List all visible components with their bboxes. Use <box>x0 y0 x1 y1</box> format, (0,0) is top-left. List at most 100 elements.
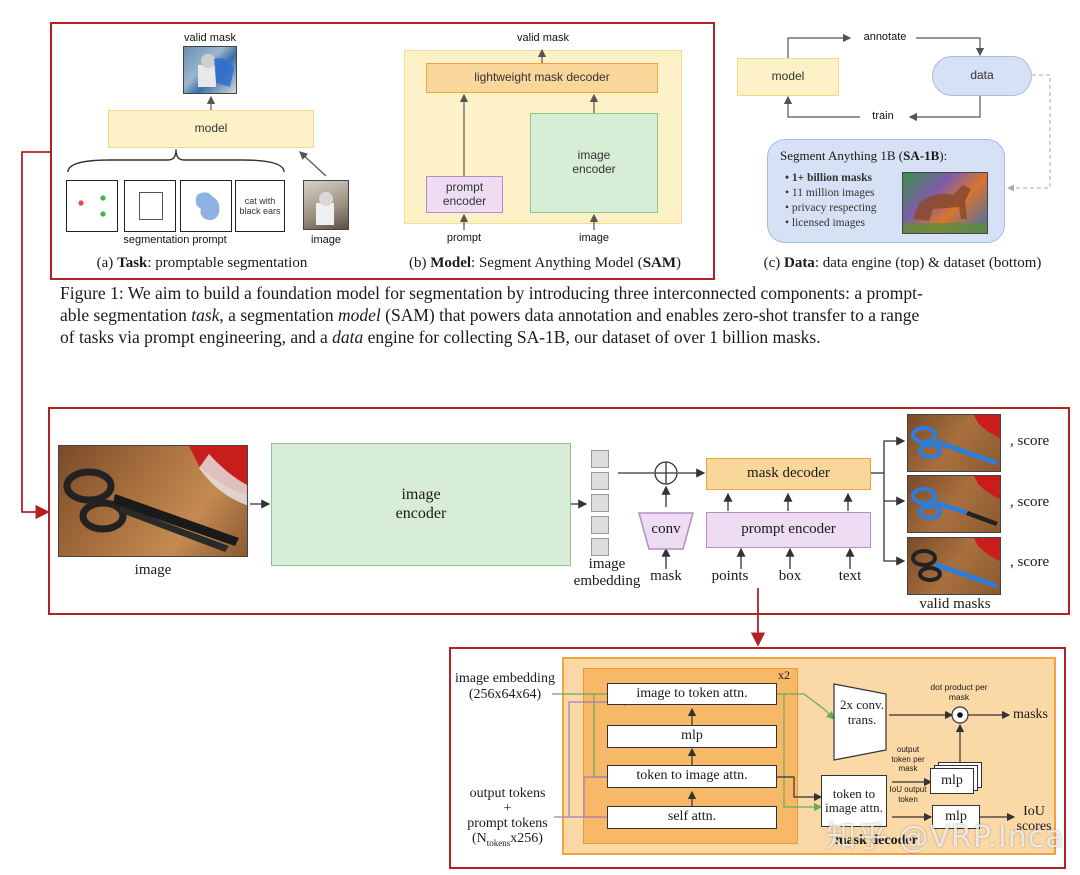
data-caption-prefix: (c) <box>763 255 784 271</box>
middle-prompt-encoder-label: prompt encoder <box>741 521 836 538</box>
task-caption-bold: Task <box>117 255 148 271</box>
input-points-label: points <box>711 568 749 584</box>
output-token-label: output token per mask <box>891 745 925 773</box>
seg-prompt-label: segmentation prompt <box>123 234 227 246</box>
conv-trapezoid <box>638 512 694 550</box>
task-caption-prefix: (a) <box>96 255 118 271</box>
input-mask-label: mask <box>650 568 682 584</box>
sa1b-bullet-2-text: 11 million images <box>791 187 875 199</box>
tokens-sub: tokens <box>486 837 511 848</box>
sam-prompt-encoder-label: prompt encoder <box>442 179 487 208</box>
fc-l3b: engine for collecting SA-1B, our dataset… <box>363 327 821 347</box>
data-annotate-label: annotate <box>863 31 907 43</box>
tokens-line-3a: (N <box>472 831 487 846</box>
sam-prompt-label: prompt <box>446 232 482 244</box>
prompt-text-box: cat with black ears <box>235 180 285 232</box>
task-output-image <box>183 46 237 94</box>
sa1b-bullet-3: • privacy respecting <box>785 202 877 214</box>
tokens-line-3: (Ntokensx256) <box>455 831 560 851</box>
data-engine-arrows <box>783 33 1051 192</box>
middle-input-image <box>58 445 248 557</box>
data-train-label: train <box>872 110 894 122</box>
mlp3-box: mlp <box>932 805 980 829</box>
decoder-arrows <box>552 689 1016 822</box>
score-label-1: , score <box>1010 433 1050 449</box>
score-label-3: , score <box>1010 554 1050 570</box>
output-mask-3 <box>907 537 1001 595</box>
model-caption-mid: : Segment Anything Model ( <box>471 255 643 271</box>
tok-to-img-box: token to image attn. <box>607 765 777 788</box>
task-arrows <box>67 95 327 177</box>
embedding-cell <box>591 538 609 556</box>
middle-mask-decoder-box: mask decoder <box>706 458 871 490</box>
embedding-stack <box>591 450 609 560</box>
sa1b-bullet-4-text: licensed images <box>791 217 866 229</box>
task-image-label: image <box>311 234 341 246</box>
img-to-token-box: image to token attn. <box>607 683 777 705</box>
sa1b-bullets: • 1+ billion masks • 11 million images •… <box>785 171 905 231</box>
sa1b-title: Segment Anything 1B (SA-1B): <box>780 148 1000 164</box>
watermark-text: 知乎 @VRP.Inca <box>826 820 1065 855</box>
prompt-mask-box <box>180 180 232 232</box>
sam-image-encoder-box: image encoder <box>530 113 658 213</box>
sa1b-bullet-1-text: 1+ billion masks <box>791 172 872 184</box>
data-model-label: model <box>771 69 805 84</box>
embedding-cell <box>591 472 609 490</box>
decoder-x2-label: x2 <box>778 668 790 682</box>
tokens-line-3b: x256) <box>510 831 543 846</box>
figure-caption-line-3: of tasks via prompt engineering, and a d… <box>60 326 1070 348</box>
prompt-box-box <box>124 180 176 232</box>
img-to-token-label: image to token attn. <box>636 685 748 701</box>
data-caption-rest: : data engine (top) & dataset (bottom) <box>814 255 1042 271</box>
output-mask-2 <box>907 475 1001 533</box>
sam-image-label: image <box>579 232 609 244</box>
middle-image-encoder-box: image encoder <box>271 443 571 566</box>
output-mask-1 <box>907 414 1001 472</box>
tokens-line-plus: + <box>503 801 512 816</box>
fc-l3a: of tasks via prompt engineering, and a <box>60 327 333 347</box>
bottom-mask-decoder-label: mask decoder <box>835 833 918 848</box>
bottom-frame <box>449 647 1066 869</box>
conv-trans-label: 2x conv. trans. <box>840 697 884 727</box>
sa1b-title-bold: SA-1B <box>903 148 940 163</box>
task-valid-mask-label: valid mask <box>184 32 236 44</box>
sam-decoder-label: lightweight mask decoder <box>474 70 610 85</box>
embedding-cell <box>591 450 609 468</box>
self-attn-label: self attn. <box>667 809 717 825</box>
model-caption-end: ) <box>676 255 682 271</box>
mlp3-label: mlp <box>945 808 967 824</box>
figure-caption-line-2: able segmentation task, a segmentation m… <box>60 304 1070 326</box>
model-caption: (b) Model: Segment Anything Model (SAM) <box>380 255 710 272</box>
middle-image-label: image <box>134 562 172 578</box>
middle-prompt-encoder-box: prompt encoder <box>706 512 871 548</box>
data-data-box: data <box>932 56 1032 96</box>
valid-masks-label: valid masks <box>919 596 991 612</box>
bottom-tokens-input: output tokens + prompt tokens (Ntokensx2… <box>455 786 560 851</box>
sam-valid-mask-label: valid mask <box>517 32 569 44</box>
conv-label: conv <box>651 521 681 537</box>
self-attn-box: self attn. <box>607 806 777 829</box>
embedding-cell <box>591 516 609 534</box>
fc-l2-model: model <box>338 305 381 325</box>
figure-caption: Figure 1: We aim to build a foundation m… <box>60 282 1070 348</box>
tok-to-img2-label: token to image attn. <box>825 786 883 815</box>
sa1b-title-pre: Segment Anything 1B ( <box>780 148 904 163</box>
input-box-label: box <box>778 568 802 584</box>
figure-caption-line-1: Figure 1: We aim to build a foundation m… <box>60 283 923 303</box>
tok-to-img-label: token to image attn. <box>636 768 748 784</box>
mlp-box: mlp <box>607 725 777 748</box>
middle-embedding-label: image embedding <box>573 556 641 589</box>
sa1b-sample-image <box>902 172 988 234</box>
iou-scores-label: IoU scores <box>1016 804 1052 834</box>
fc-l2-task: task <box>191 305 220 325</box>
data-caption-bold: Data <box>783 255 815 271</box>
sa1b-bullet-3-text: privacy respecting <box>791 202 877 214</box>
sam-prompt-encoder-box: prompt encoder <box>426 176 503 213</box>
tokens-line-2: prompt tokens <box>467 816 548 831</box>
task-model-label: model <box>194 121 228 136</box>
tokens-line-1: output tokens <box>469 786 546 801</box>
tok-to-img2-box: token to image attn. <box>821 775 887 827</box>
score-label-2: , score <box>1010 494 1050 510</box>
mlp2-label: mlp <box>941 772 963 788</box>
